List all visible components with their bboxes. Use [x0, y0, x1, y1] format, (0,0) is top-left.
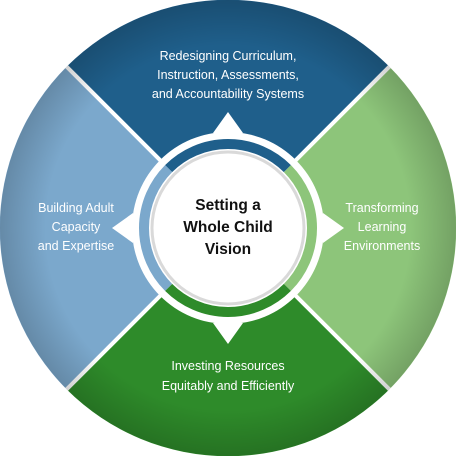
segment-right-label: Transforming	[345, 201, 418, 215]
segment-top-label: Instruction, Assessments,	[157, 68, 299, 82]
ring-arc-bottom	[165, 283, 291, 318]
segment-left-label: and Expertise	[38, 239, 114, 253]
segment-bottom-label: Equitably and Efficiently	[162, 379, 295, 393]
segment-left-label: Capacity	[52, 220, 101, 234]
segment-right-label: Environments	[344, 239, 420, 253]
center-title-line: Vision	[205, 241, 251, 258]
ring-arc-top	[165, 138, 291, 173]
center-circle	[156, 156, 300, 300]
triangle-arrow-icon	[323, 213, 344, 243]
center-title-line: Setting a	[195, 197, 261, 214]
segment-right-label: Learning	[358, 220, 407, 234]
triangle-arrow-icon	[213, 323, 243, 344]
ring-arc-left	[138, 165, 173, 291]
segment-bottom-label: Investing Resources	[171, 359, 284, 373]
center-outline-ring	[150, 150, 306, 306]
segment-left-label: Building Adult	[38, 201, 114, 215]
triangle-arrow-icon	[213, 112, 243, 133]
center-title-line: Whole Child	[183, 219, 273, 236]
segment-top-label: Redesigning Curriculum,	[160, 49, 297, 63]
segment-top-label: and Accountability Systems	[152, 87, 304, 101]
triangle-arrow-icon	[112, 213, 133, 243]
ring-arc-right	[283, 165, 318, 291]
